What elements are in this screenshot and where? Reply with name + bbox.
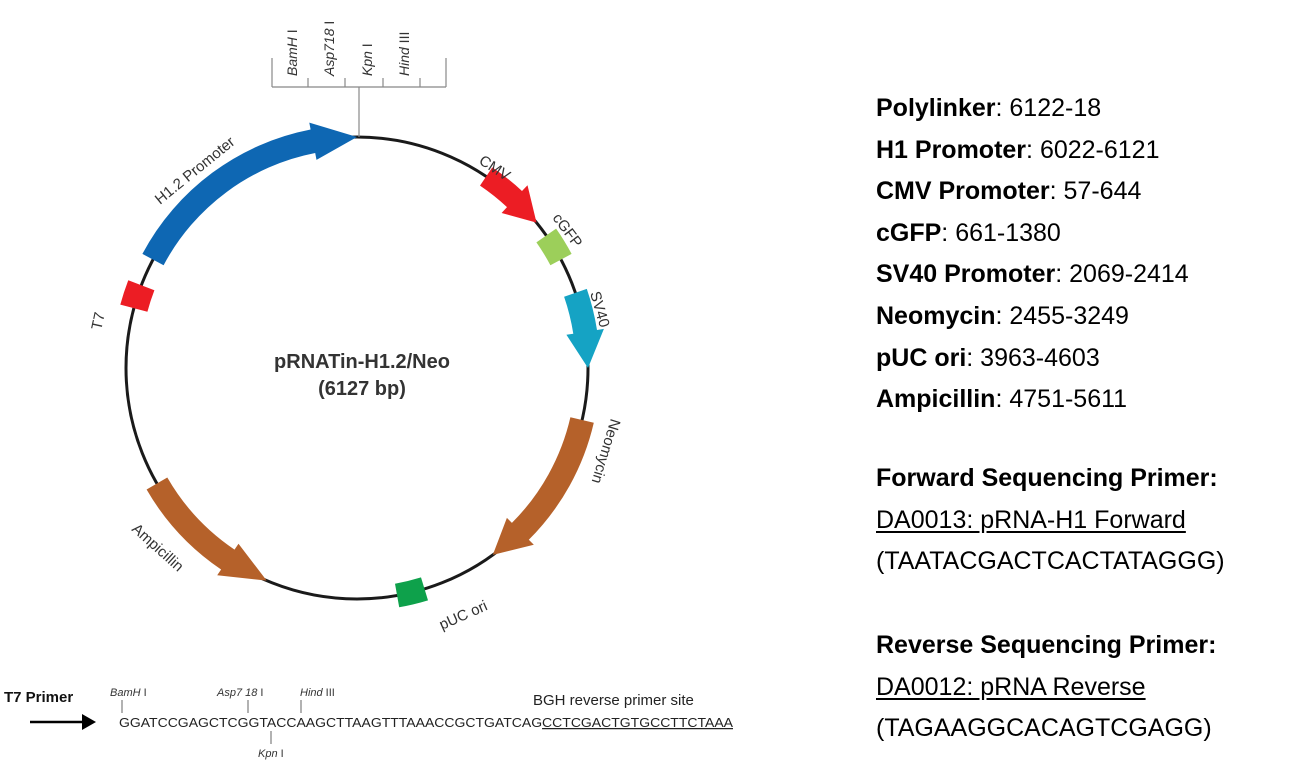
t7-primer-arrow — [30, 714, 96, 730]
plasmid-name: pRNATin-H1.2/Neo — [274, 351, 450, 373]
plasmid-size: (6127 bp) — [318, 378, 406, 400]
h1-2-promoter-feature — [142, 122, 357, 266]
ampicillin-feature — [146, 477, 267, 581]
feature-range: : 2069-2414 — [1055, 260, 1189, 289]
forward-primer-sequence: (TAATACGACTCACTATAGGG) — [876, 547, 1225, 576]
polylinker-site-bamh: BamH I — [284, 29, 300, 76]
feature-name: CMV Promoter — [876, 177, 1050, 206]
sequence-site-hind: Hind III — [300, 687, 335, 699]
polylinker-bracket — [271, 58, 447, 137]
feature-range: : 2455-3249 — [995, 301, 1129, 330]
feature-row-neomycin: Neomycin: 2455-3249 — [876, 296, 1189, 338]
forward-primer-link[interactable]: DA0013: pRNA-H1 Forward — [876, 505, 1186, 534]
t7-feature — [120, 280, 155, 312]
sv40-feature — [564, 288, 604, 368]
feature-name: SV40 Promoter — [876, 260, 1056, 289]
neomycin-feature — [492, 417, 594, 555]
feature-name: Neomycin — [876, 301, 996, 330]
feature-range: : 57-644 — [1049, 177, 1142, 206]
feature-range: : 6022-6121 — [1026, 135, 1160, 164]
feature-name: Polylinker — [876, 94, 996, 122]
feature-row-puc-ori: pUC ori: 3963-4603 — [876, 338, 1189, 380]
feature-row-cgfp: cGFP: 661-1380 — [876, 213, 1189, 255]
sequence-site-ticks — [121, 700, 302, 744]
cmv-feature — [480, 167, 537, 223]
feature-range: : 3963-4603 — [966, 343, 1100, 372]
feature-name: Ampicillin — [876, 385, 996, 414]
t7-label: T7 — [88, 311, 108, 332]
sequence-site-bamh: BamH I — [110, 687, 147, 699]
neomycin-label: Neomycin — [588, 417, 624, 486]
puc-ori-feature — [395, 577, 428, 608]
feature-name: H1 Promoter — [876, 135, 1027, 164]
polylinker-site-hind: Hind III — [396, 32, 412, 76]
sequence-bgh-site: CCTCGACTGTGCCTTCTAAA — [542, 716, 734, 730]
forward-primer-heading: Forward Sequencing Primer: — [876, 464, 1218, 492]
sequence-site-kpn: Kpn I — [258, 748, 284, 760]
feature-range: : 6122-18 — [995, 94, 1102, 122]
feature-row-polylinker: Polylinker: 6122-18 — [876, 88, 1189, 130]
forward-primer-block: Forward Sequencing Primer: DA0013: pRNA-… — [876, 458, 1225, 583]
sequence-polylinker: GGATCCGAGCTCGGTACCAAGCTTAAGTTTAAACCGCTGA… — [119, 716, 542, 730]
bgh-site-label: BGH reverse primer site — [533, 692, 694, 709]
feature-name: pUC ori — [876, 343, 967, 372]
polylinker-site-kpn: Kpn I — [359, 43, 375, 76]
feature-row-ampicillin: Ampicillin: 4751-5611 — [876, 379, 1189, 421]
feature-row-cmv-promoter: CMV Promoter: 57-644 — [876, 171, 1189, 213]
sequence-site-asp7-18: Asp7 18 I — [216, 687, 264, 699]
polylinker-site-asp718: Asp718 I — [321, 21, 337, 77]
reverse-primer-block: Reverse Sequencing Primer: DA0012: pRNA … — [876, 625, 1216, 750]
cgfp-feature — [536, 228, 572, 266]
reverse-primer-link[interactable]: DA0012: pRNA Reverse — [876, 672, 1146, 701]
feature-range: : 661-1380 — [941, 218, 1061, 247]
t7-primer-label: T7 Primer — [4, 689, 73, 706]
feature-range: : 4751-5611 — [995, 385, 1128, 414]
feature-row-h1-promoter: H1 Promoter: 6022-6121 — [876, 130, 1189, 172]
reverse-primer-sequence: (TAGAAGGCACAGTCGAGG) — [876, 714, 1212, 743]
feature-name: cGFP — [876, 218, 942, 247]
feature-row-sv40-promoter: SV40 Promoter: 2069-2414 — [876, 254, 1189, 296]
puc-ori-label: pUC ori — [437, 597, 490, 633]
reverse-primer-heading: Reverse Sequencing Primer: — [876, 631, 1217, 659]
sequence-text: GGATCCGAGCTCGGTACCAAGCTTAAGTTTAAACCGCTGA… — [119, 716, 734, 730]
